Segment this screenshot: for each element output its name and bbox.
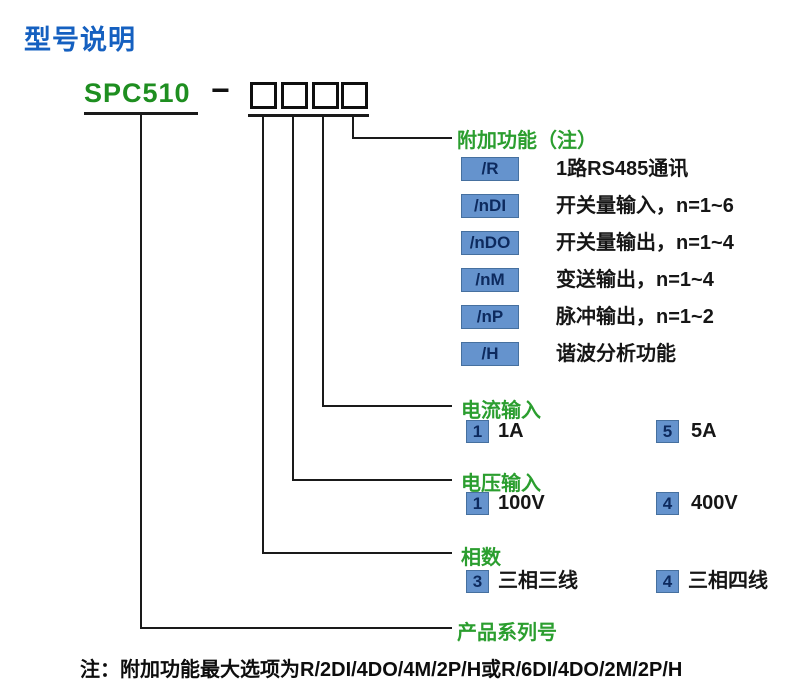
- option-badge: 1: [466, 420, 489, 443]
- connector-line: [322, 114, 324, 407]
- footnote: 注：附加功能最大选项为R/2DI/4DO/4M/2P/H或R/6DI/4DO/2…: [80, 659, 683, 681]
- connector-line: [352, 137, 452, 139]
- function-badge: /nP: [461, 305, 519, 329]
- model-box: [281, 82, 308, 109]
- model-dash: −: [211, 72, 230, 108]
- option-desc: 5A: [691, 420, 717, 442]
- option-desc: 1A: [498, 420, 524, 442]
- model-box: [250, 82, 277, 109]
- function-badge: /R: [461, 157, 519, 181]
- option-desc: 100V: [498, 492, 545, 514]
- option-desc: 400V: [691, 492, 738, 514]
- function-desc: 开关量输入，n=1~6: [556, 195, 734, 217]
- option-badge: 4: [656, 570, 679, 593]
- function-badge: /nDI: [461, 194, 519, 218]
- option-badge: 3: [466, 570, 489, 593]
- option-badge: 1: [466, 492, 489, 515]
- model-box: [341, 82, 368, 109]
- connector-line: [352, 114, 354, 139]
- functions-section-label: 附加功能（注）: [457, 130, 597, 152]
- option-badge: 5: [656, 420, 679, 443]
- function-desc: 脉冲输出，n=1~2: [556, 306, 714, 328]
- model-code: SPC510: [84, 78, 191, 108]
- page-title: 型号说明: [24, 25, 136, 55]
- phase-section-label: 相数: [461, 547, 501, 569]
- option-badge: 4: [656, 492, 679, 515]
- connector-line: [292, 479, 452, 481]
- connector-line: [262, 552, 452, 554]
- model-box: [312, 82, 339, 109]
- connector-line: [262, 114, 264, 554]
- function-desc: 谐波分析功能: [556, 343, 676, 365]
- option-desc: 三相三线: [498, 570, 578, 592]
- connector-line: [140, 627, 452, 629]
- connector-line: [140, 112, 142, 629]
- function-badge: /H: [461, 342, 519, 366]
- function-badge: /nDO: [461, 231, 519, 255]
- connector-line: [322, 405, 452, 407]
- option-desc: 三相四线: [688, 570, 768, 592]
- current-section-label: 电流输入: [461, 400, 541, 422]
- function-desc: 变送输出，n=1~4: [556, 269, 714, 291]
- connector-line: [309, 114, 340, 117]
- function-badge: /nM: [461, 268, 519, 292]
- function-desc: 开关量输出，n=1~4: [556, 232, 734, 254]
- connector-line: [292, 114, 294, 481]
- function-desc: 1路RS485通讯: [556, 158, 689, 180]
- voltage-section-label: 电压输入: [461, 473, 541, 495]
- series-section-label: 产品系列号: [457, 622, 557, 644]
